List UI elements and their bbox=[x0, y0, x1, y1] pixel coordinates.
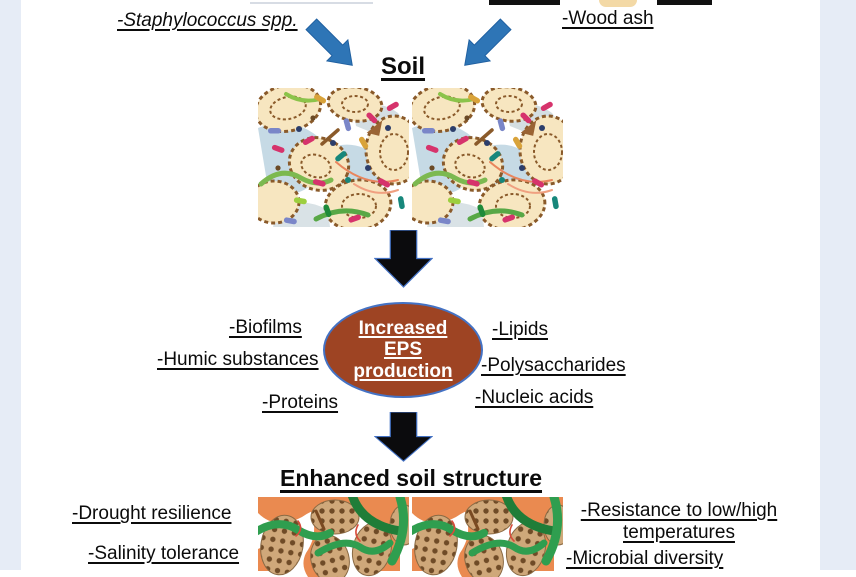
blue-arrow-right-icon bbox=[461, 15, 515, 69]
soil-panel-bottom-right bbox=[412, 497, 563, 577]
down-arrow-2-icon bbox=[374, 412, 433, 462]
eps-label-lipids: -Lipids bbox=[492, 319, 548, 340]
outcome-drought-resilience: -Drought resilience bbox=[72, 503, 232, 524]
soil-heading: Soil bbox=[381, 53, 426, 80]
eps-label-polysaccharides: -Polysaccharides bbox=[481, 355, 626, 376]
cropped-text-remnant bbox=[250, 2, 373, 4]
input-staphylococcus-label: -Staphylococcus spp. bbox=[117, 10, 298, 31]
blue-arrow-left-icon bbox=[302, 15, 356, 69]
cropped-image-remnant bbox=[599, 0, 637, 7]
eps-line-3: production bbox=[353, 360, 453, 382]
eps-label-biofilms: -Biofilms bbox=[229, 317, 302, 338]
eps-line-1: Increased bbox=[358, 317, 448, 339]
left-margin-band bbox=[0, 0, 21, 570]
outcome-microbial-diversity: -Microbial diversity bbox=[566, 548, 724, 569]
soil-panel-bottom-left bbox=[258, 497, 409, 577]
enhanced-soil-structure-heading: Enhanced soil structure bbox=[280, 465, 543, 491]
right-margin-band bbox=[820, 0, 856, 570]
cropped-text-remnant bbox=[657, 0, 712, 5]
eps-label-proteins: -Proteins bbox=[262, 392, 339, 413]
eps-label-humic-substances: -Humic substances bbox=[157, 349, 319, 370]
down-arrow-1-icon bbox=[374, 230, 433, 288]
soil-panel-top-right bbox=[412, 88, 563, 227]
input-wood-ash-label: -Wood ash bbox=[562, 8, 654, 29]
cropped-text-remnant bbox=[489, 0, 560, 5]
eps-label-nucleic-acids: -Nucleic acids bbox=[475, 387, 594, 408]
outcome-resistance-temperatures: -Resistance to low/high temperatures bbox=[580, 500, 778, 543]
eps-ellipse: Increased EPS production bbox=[323, 302, 483, 398]
outcome-salinity-tolerance: -Salinity tolerance bbox=[88, 543, 240, 564]
soil-panel-top-left bbox=[258, 88, 409, 227]
eps-line-2: EPS bbox=[383, 339, 423, 361]
